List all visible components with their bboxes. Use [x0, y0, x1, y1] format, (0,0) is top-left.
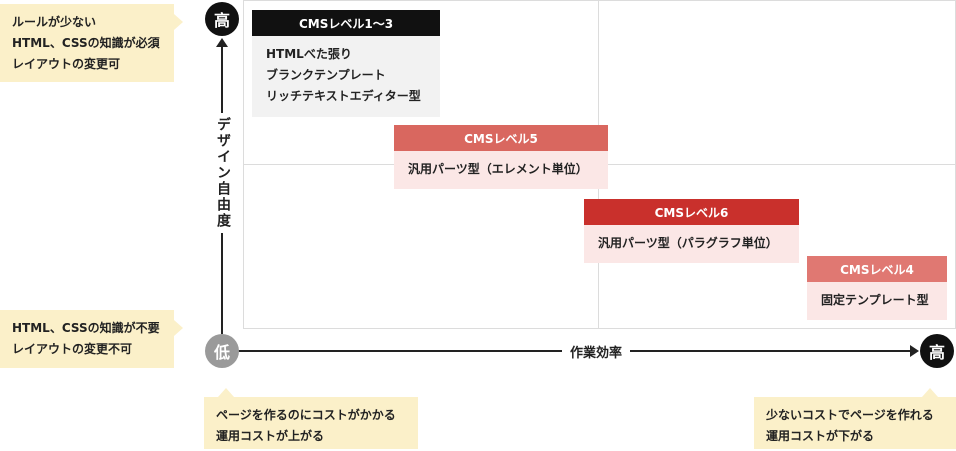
callout-line: 運用コストが下がる	[766, 429, 875, 443]
y-axis-label: デザイン自由度	[211, 113, 233, 233]
callout-line: 少ないコストでページを作れる	[766, 408, 934, 422]
cms-level-6-box: CMSレベル6 汎用パーツ型（パラグラフ単位）	[584, 199, 799, 263]
callout-low-design-freedom: HTML、CSSの知識が不要 レイアウトの変更不可	[0, 310, 183, 368]
box-body: 汎用パーツ型（エレメント単位）	[394, 151, 608, 188]
box-body: HTMLべた張り ブランクテンプレート リッチテキストエディター型	[252, 36, 440, 115]
box-title: CMSレベル6	[584, 199, 799, 225]
x-axis-arrow-icon	[910, 345, 919, 357]
callout-line: ルールが少ない	[12, 15, 97, 29]
callout-low-efficiency: ページを作るのにコストがかかる 運用コストが上がる	[204, 388, 418, 449]
callout-line: レイアウトの変更不可	[12, 342, 133, 356]
box-item: 汎用パーツ型（エレメント単位）	[408, 162, 588, 176]
y-axis-arrow-icon	[216, 38, 228, 47]
cms-level-1-3-box: CMSレベル1〜3 HTMLべた張り ブランクテンプレート リッチテキストエディ…	[252, 10, 440, 117]
box-body: 汎用パーツ型（パラグラフ単位）	[584, 225, 799, 262]
callout-line: HTML、CSSの知識が不要	[12, 321, 160, 335]
callout-line: 運用コストが上がる	[216, 429, 325, 443]
box-title: CMSレベル4	[807, 256, 947, 282]
box-item: ブランクテンプレート	[266, 68, 386, 82]
callout-line: HTML、CSSの知識が必須	[12, 36, 160, 50]
x-axis-high-marker: 高	[920, 334, 954, 368]
callout-line: レイアウトの変更可	[12, 57, 121, 71]
box-title: CMSレベル1〜3	[252, 10, 440, 36]
cms-level-5-box: CMSレベル5 汎用パーツ型（エレメント単位）	[394, 125, 608, 189]
box-title: CMSレベル5	[394, 125, 608, 151]
x-axis-label: 作業効率	[562, 342, 631, 361]
callout-high-design-freedom: ルールが少ない HTML、CSSの知識が必須 レイアウトの変更可	[0, 4, 183, 82]
origin-low-marker: 低	[205, 334, 239, 368]
callout-high-efficiency: 少ないコストでページを作れる 運用コストが下がる	[754, 388, 956, 449]
box-item: 汎用パーツ型（パラグラフ単位）	[598, 236, 778, 250]
box-item: 固定テンプレート型	[821, 293, 929, 307]
callout-line: ページを作るのにコストがかかる	[216, 408, 396, 422]
y-axis-high-marker: 高	[205, 2, 239, 36]
box-item: HTMLべた張り	[266, 47, 352, 61]
box-body: 固定テンプレート型	[807, 282, 947, 319]
box-item: リッチテキストエディター型	[266, 89, 421, 103]
cms-level-4-box: CMSレベル4 固定テンプレート型	[807, 256, 947, 320]
